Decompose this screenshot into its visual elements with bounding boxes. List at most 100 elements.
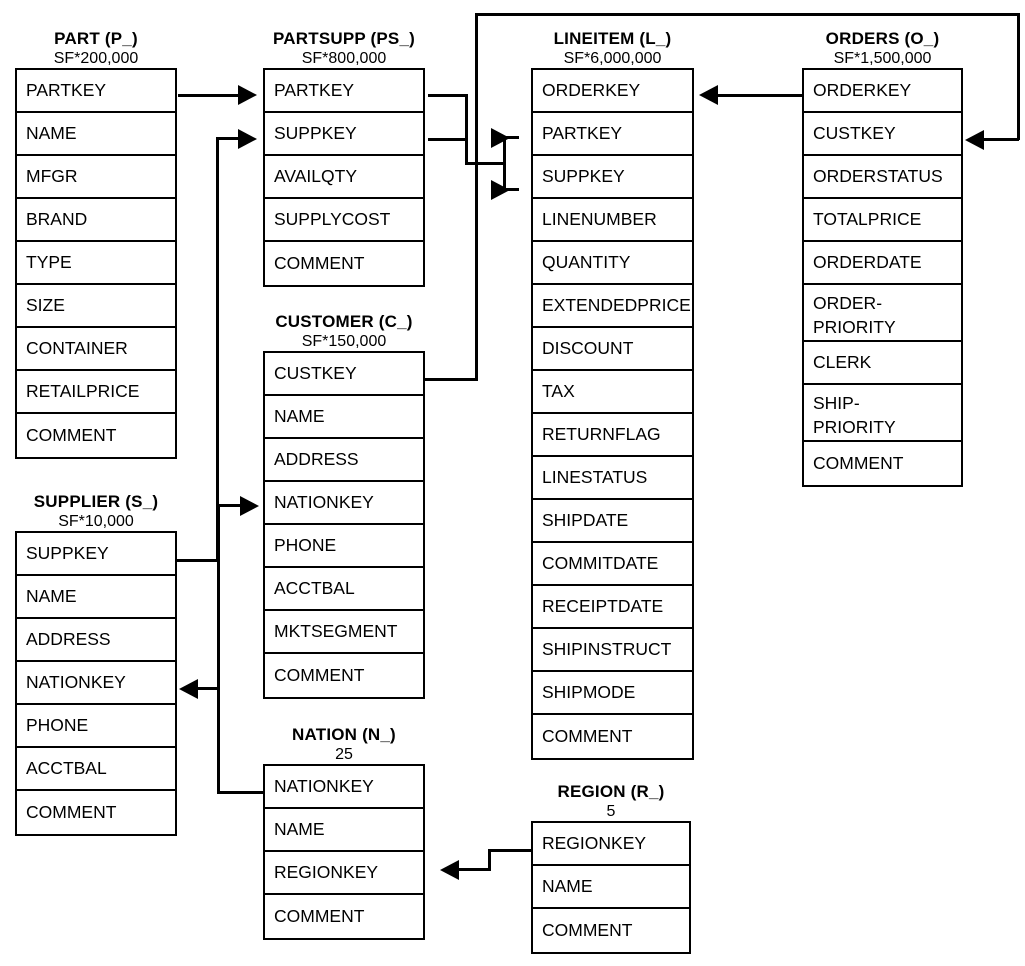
- field-lineitem-orderkey[interactable]: ORDERKEY: [533, 70, 692, 113]
- connector-customer-orders-v-up: [475, 13, 478, 381]
- field-region-name[interactable]: NAME: [533, 866, 689, 909]
- field-lineitem-shipmode[interactable]: SHIPMODE: [533, 672, 692, 715]
- field-lineitem-quantity[interactable]: QUANTITY: [533, 242, 692, 285]
- connector-customer-orders-h-end: [982, 138, 1019, 141]
- field-part-brand[interactable]: BRAND: [17, 199, 175, 242]
- connector-customer-orders-h-start: [425, 378, 478, 381]
- connector-orders-lineitem-line: [716, 94, 804, 97]
- table-region-box: REGIONKEY NAME COMMENT: [531, 821, 691, 954]
- table-nation: NATION (N_) 25 NATIONKEY NAME REGIONKEY …: [263, 724, 425, 940]
- field-part-mfgr[interactable]: MFGR: [17, 156, 175, 199]
- field-lineitem-tax[interactable]: TAX: [533, 371, 692, 414]
- field-orders-shippriority[interactable]: SHIP-PRIORITY: [804, 385, 961, 442]
- field-supplier-address[interactable]: ADDRESS: [17, 619, 175, 662]
- field-supplier-nationkey[interactable]: NATIONKEY: [17, 662, 175, 705]
- field-part-comment[interactable]: COMMENT: [26, 425, 117, 445]
- field-orders-custkey[interactable]: CUSTKEY: [804, 113, 961, 156]
- field-supplier-name[interactable]: NAME: [17, 576, 175, 619]
- field-lineitem-suppkey[interactable]: SUPPKEY: [533, 156, 692, 199]
- field-partsupp-availqty[interactable]: AVAILQTY: [265, 156, 423, 199]
- field-customer-address[interactable]: ADDRESS: [265, 439, 423, 482]
- field-customer-comment[interactable]: COMMENT: [274, 665, 365, 685]
- field-part-retailprice[interactable]: RETAILPRICE: [17, 371, 175, 414]
- connector-partsupp-lineitem-partkey-arrow: [491, 128, 510, 148]
- field-lineitem-commitdate[interactable]: COMMITDATE: [533, 543, 692, 586]
- connector-nation-supplier-h: [196, 687, 220, 690]
- connector-nation-fork-v: [217, 504, 220, 794]
- field-partsupp-comment[interactable]: COMMENT: [274, 253, 365, 273]
- field-nation-nationkey[interactable]: NATIONKEY: [265, 766, 423, 809]
- table-nation-title: NATION (N_): [292, 725, 396, 744]
- field-supplier-acctbal[interactable]: ACCTBAL: [17, 748, 175, 791]
- field-customer-acctbal[interactable]: ACCTBAL: [265, 568, 423, 611]
- connector-partsupp-merge-v-down: [465, 127, 468, 165]
- table-customer-title: CUSTOMER (C_): [275, 312, 413, 331]
- field-lineitem-shipinstruct[interactable]: SHIPINSTRUCT: [533, 629, 692, 672]
- field-lineitem-shipdate[interactable]: SHIPDATE: [533, 500, 692, 543]
- table-supplier: SUPPLIER (S_) SF*10,000 SUPPKEY NAME ADD…: [15, 491, 177, 836]
- field-partsupp-suppkey[interactable]: SUPPKEY: [265, 113, 423, 156]
- field-lineitem-extendedprice[interactable]: EXTENDEDPRICE: [533, 285, 692, 328]
- connector-orders-lineitem-arrow: [699, 85, 718, 105]
- field-lineitem-linenumber[interactable]: LINENUMBER: [533, 199, 692, 242]
- field-region-comment[interactable]: COMMENT: [542, 920, 633, 940]
- connector-part-partsupp-line: [178, 94, 240, 97]
- field-supplier-suppkey[interactable]: SUPPKEY: [17, 533, 175, 576]
- field-region-regionkey[interactable]: REGIONKEY: [533, 823, 689, 866]
- table-orders: ORDERS (O_) SF*1,500,000 ORDERKEY CUSTKE…: [802, 28, 963, 487]
- connector-part-partsupp-arrow: [238, 85, 257, 105]
- field-orders-orderkey[interactable]: ORDERKEY: [804, 70, 961, 113]
- table-partsupp-count: SF*800,000: [301, 50, 387, 67]
- field-orders-clerk[interactable]: CLERK: [804, 342, 961, 385]
- field-part-size[interactable]: SIZE: [17, 285, 175, 328]
- connector-partsupp-merge-v-top: [465, 94, 468, 130]
- field-orders-orderdate[interactable]: ORDERDATE: [804, 242, 961, 285]
- field-partsupp-supplycost[interactable]: SUPPLYCOST: [265, 199, 423, 242]
- field-lineitem-discount[interactable]: DISCOUNT: [533, 328, 692, 371]
- connector-partsupp-lineitem-suppkey-arrow: [491, 180, 510, 200]
- connector-partsupp-merge-h-mid: [465, 162, 506, 165]
- table-supplier-title: SUPPLIER (S_): [33, 492, 159, 511]
- connector-supplier-partsupp-v: [216, 137, 219, 562]
- field-part-partkey[interactable]: PARTKEY: [17, 70, 175, 113]
- field-orders-totalprice[interactable]: TOTALPRICE: [804, 199, 961, 242]
- field-part-type[interactable]: TYPE: [17, 242, 175, 285]
- field-supplier-comment[interactable]: COMMENT: [26, 802, 117, 822]
- connector-region-nation-h-right: [489, 849, 531, 852]
- field-customer-custkey[interactable]: CUSTKEY: [265, 353, 423, 396]
- field-part-container[interactable]: CONTAINER: [17, 328, 175, 371]
- connector-region-nation-h-left: [458, 868, 490, 871]
- field-part-name[interactable]: NAME: [17, 113, 175, 156]
- field-supplier-phone[interactable]: PHONE: [17, 705, 175, 748]
- field-orders-orderstatus[interactable]: ORDERSTATUS: [804, 156, 961, 199]
- table-lineitem: LINEITEM (L_) SF*6,000,000 ORDERKEY PART…: [531, 28, 694, 760]
- connector-region-nation-arrow: [440, 860, 459, 880]
- connector-supplier-partsupp-h1: [177, 559, 219, 562]
- field-customer-nationkey[interactable]: NATIONKEY: [265, 482, 423, 525]
- field-nation-name[interactable]: NAME: [265, 809, 423, 852]
- field-nation-regionkey[interactable]: REGIONKEY: [265, 852, 423, 895]
- field-partsupp-partkey[interactable]: PARTKEY: [265, 70, 423, 113]
- field-lineitem-linestatus[interactable]: LINESTATUS: [533, 457, 692, 500]
- table-partsupp-title: PARTSUPP (PS_): [273, 29, 415, 48]
- field-orders-orderpriority[interactable]: ORDER-PRIORITY: [804, 285, 961, 342]
- connector-partsupp-merge-h-top: [428, 94, 468, 97]
- table-region: REGION (R_) 5 REGIONKEY NAME COMMENT: [531, 781, 691, 954]
- table-nation-box: NATIONKEY NAME REGIONKEY COMMENT: [263, 764, 425, 940]
- connector-partsupp-split-h-dn: [503, 188, 519, 191]
- field-lineitem-returnflag[interactable]: RETURNFLAG: [533, 414, 692, 457]
- connector-nation-fork-h-base: [219, 791, 265, 794]
- field-customer-name[interactable]: NAME: [265, 396, 423, 439]
- table-customer-box: CUSTKEY NAME ADDRESS NATIONKEY PHONE ACC…: [263, 351, 425, 699]
- table-lineitem-title: LINEITEM (L_): [553, 29, 672, 48]
- field-customer-mktsegment[interactable]: MKTSEGMENT: [265, 611, 423, 654]
- field-lineitem-comment[interactable]: COMMENT: [542, 726, 633, 746]
- table-customer-count: SF*150,000: [301, 333, 387, 350]
- field-nation-comment[interactable]: COMMENT: [274, 906, 365, 926]
- connector-customer-orders-v-down: [1017, 13, 1020, 140]
- field-orders-comment[interactable]: COMMENT: [813, 453, 904, 473]
- field-customer-phone[interactable]: PHONE: [265, 525, 423, 568]
- field-lineitem-partkey[interactable]: PARTKEY: [533, 113, 692, 156]
- field-lineitem-receiptdate[interactable]: RECEIPTDATE: [533, 586, 692, 629]
